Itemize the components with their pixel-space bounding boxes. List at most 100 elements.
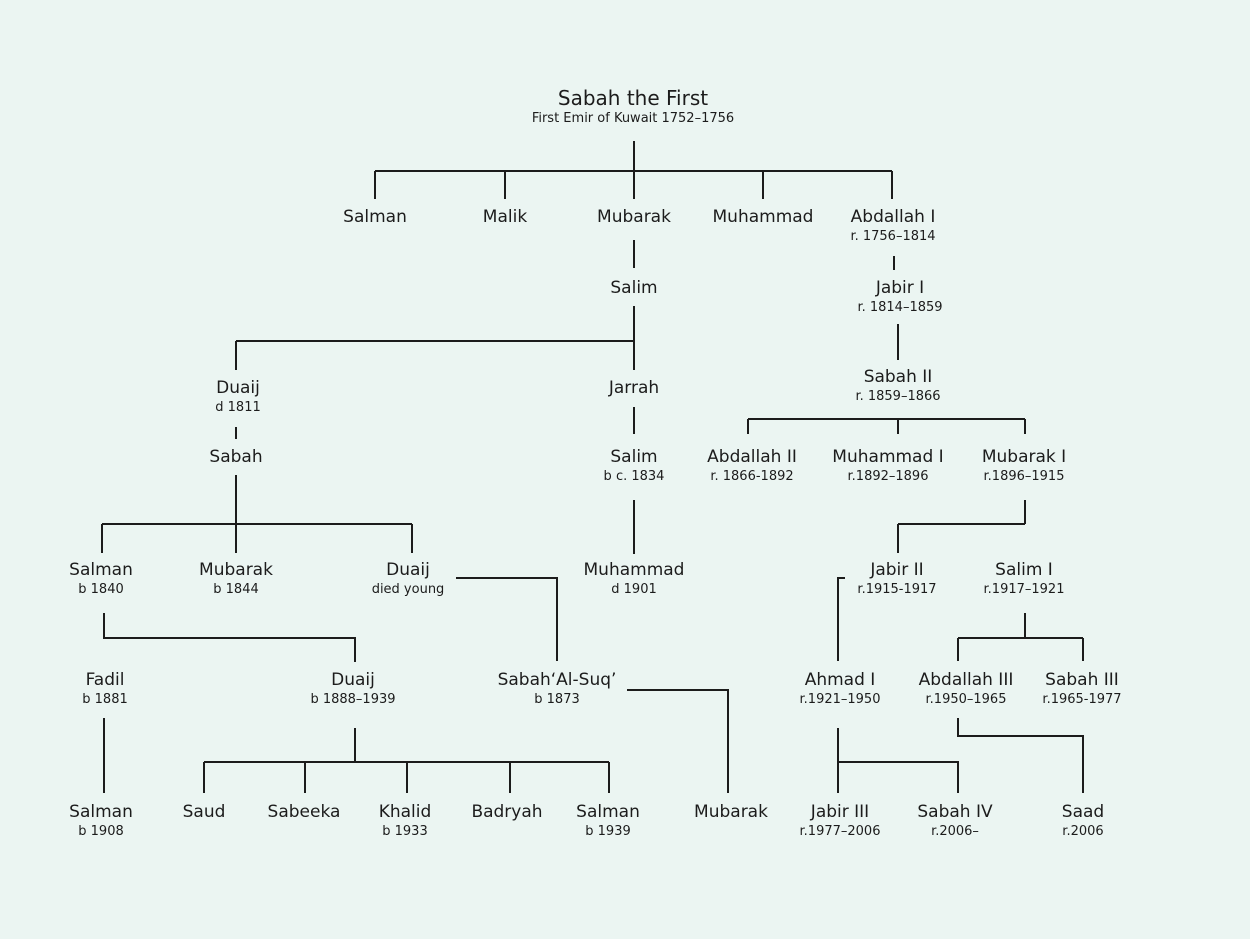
node-subtitle: r.1950–1965 — [925, 692, 1007, 707]
node-name: Sabah‘Al-Suq’ — [497, 670, 617, 690]
node-muhammad-i: Muhammad I r.1892–1896 — [832, 446, 943, 486]
node-sabah-iii: Sabah III r.1965-1977 — [1042, 669, 1121, 709]
node-duaij: Duaij d 1811 — [215, 377, 260, 417]
node-subtitle: b 1888–1939 — [310, 692, 396, 707]
node-subtitle: b 1840 — [78, 582, 124, 597]
node-muhammad: Muhammad — [713, 206, 814, 228]
node-subtitle: r.1915-1917 — [857, 582, 937, 597]
node-badryah: Badryah — [471, 801, 542, 823]
node-name: Muhammad I — [832, 447, 944, 467]
node-name: Salman — [576, 802, 640, 822]
node-subtitle: died young — [371, 582, 445, 597]
node-khalid: Khalid b 1933 — [379, 801, 432, 841]
node-name: Saud — [182, 802, 226, 822]
node-name: Abdallah II — [707, 447, 797, 467]
node-abdallah-iii: Abdallah III r.1950–1965 — [919, 669, 1014, 709]
node-abdallah-ii: Abdallah II r. 1866-1892 — [707, 446, 797, 486]
node-subtitle: d 1811 — [215, 400, 261, 415]
node-jabir-iii: Jabir III r.1977–2006 — [800, 801, 881, 841]
node-name: Salim — [610, 278, 658, 298]
node-jarrah: Jarrah — [609, 377, 659, 399]
node-subtitle: b 1873 — [534, 692, 580, 707]
node-name: Salman — [69, 560, 133, 580]
node-name: Jabir III — [810, 802, 870, 822]
node-name: Sabah — [209, 447, 263, 467]
node-subtitle: d 1901 — [611, 582, 657, 597]
node-jabir-i: Jabir I r. 1814–1859 — [857, 277, 942, 317]
node-name: Salman — [69, 802, 133, 822]
node-name: Sabah II — [863, 367, 933, 387]
node-name: Saad — [1061, 802, 1105, 822]
node-name: Muhammad — [712, 207, 814, 227]
node-name: Fadil — [85, 670, 125, 690]
node-saad: Saad r.2006 — [1062, 801, 1104, 841]
node-name: Duaij — [386, 560, 430, 580]
node-name: Duaij — [216, 378, 260, 398]
node-salman-b1939: Salman b 1939 — [576, 801, 640, 841]
node-subtitle: b 1844 — [213, 582, 259, 597]
node-name: Salim — [610, 447, 658, 467]
node-subtitle: r.1965-1977 — [1042, 692, 1122, 707]
node-subtitle: r.1917–1921 — [983, 582, 1065, 597]
node-sabah: Sabah — [209, 446, 262, 468]
node-sabah-al-suq: Sabah‘Al-Suq’ b 1873 — [498, 669, 617, 709]
node-subtitle: b 1881 — [82, 692, 128, 707]
node-subtitle: r. 1814–1859 — [857, 300, 943, 315]
node-subtitle: b 1908 — [78, 824, 124, 839]
node-name: Khalid — [378, 802, 432, 822]
node-sabah-ii: Sabah II r. 1859–1866 — [855, 366, 940, 406]
node-name: Sabah IV — [917, 802, 993, 822]
node-name: Sabah III — [1045, 670, 1119, 690]
node-name: Sabeeka — [267, 802, 341, 822]
node-name: Jabir II — [870, 560, 924, 580]
node-subtitle: r.2006– — [931, 824, 979, 839]
node-name: Mubarak — [597, 207, 671, 227]
node-subtitle: r. 1866-1892 — [710, 469, 794, 484]
node-saud: Saud — [183, 801, 226, 823]
node-name: Salman — [343, 207, 407, 227]
node-malik: Malik — [483, 206, 527, 228]
node-jabir-ii: Jabir II r.1915-1917 — [857, 559, 936, 599]
node-subtitle: b c. 1834 — [603, 469, 665, 484]
node-name: Duaij — [331, 670, 375, 690]
node-salim-b: Salim b c. 1834 — [604, 446, 665, 486]
node-subtitle: r. 1756–1814 — [850, 229, 936, 244]
node-mubarak-b1844: Mubarak b 1844 — [199, 559, 273, 599]
node-name: Sabah the First — [557, 86, 709, 110]
node-name: Abdallah I — [850, 207, 936, 227]
node-abdallah-i: Abdallah I r. 1756–1814 — [850, 206, 935, 246]
node-duaij-b1888: Duaij b 1888–1939 — [310, 669, 395, 709]
node-subtitle: r.1977–2006 — [799, 824, 881, 839]
node-name: Jabir I — [875, 278, 925, 298]
node-salman-b1908: Salman b 1908 — [69, 801, 133, 841]
node-sabeeka: Sabeeka — [268, 801, 341, 823]
node-sabah-iv: Sabah IV r.2006– — [917, 801, 992, 841]
node-mubarak: Mubarak — [597, 206, 671, 228]
node-salman: Salman — [343, 206, 407, 228]
node-name: Abdallah III — [918, 670, 1014, 690]
node-name: Muhammad — [583, 560, 685, 580]
node-mubarak-c: Mubarak — [694, 801, 768, 823]
node-salman-b1840: Salman b 1840 — [69, 559, 133, 599]
node-salim: Salim — [610, 277, 657, 299]
node-subtitle: b 1939 — [585, 824, 631, 839]
node-salim-i: Salim I r.1917–1921 — [984, 559, 1065, 599]
node-fadil: Fadil b 1881 — [82, 669, 127, 709]
node-subtitle: r. 1859–1866 — [855, 389, 941, 404]
node-name: Ahmad I — [804, 670, 876, 690]
node-name: Mubarak — [694, 802, 768, 822]
node-name: Mubarak I — [981, 447, 1067, 467]
node-muhammad-d1901: Muhammad d 1901 — [584, 559, 685, 599]
node-name: Salim I — [995, 560, 1053, 580]
node-subtitle: b 1933 — [382, 824, 428, 839]
node-name: Jarrah — [608, 378, 660, 398]
node-name: Malik — [482, 207, 528, 227]
node-subtitle: r.1896–1915 — [983, 469, 1065, 484]
node-subtitle: r.2006 — [1062, 824, 1104, 839]
node-subtitle: r.1921–1950 — [799, 692, 881, 707]
node-name: Mubarak — [199, 560, 273, 580]
node-ahmad-i: Ahmad I r.1921–1950 — [800, 669, 881, 709]
node-mubarak-i: Mubarak I r.1896–1915 — [982, 446, 1066, 486]
